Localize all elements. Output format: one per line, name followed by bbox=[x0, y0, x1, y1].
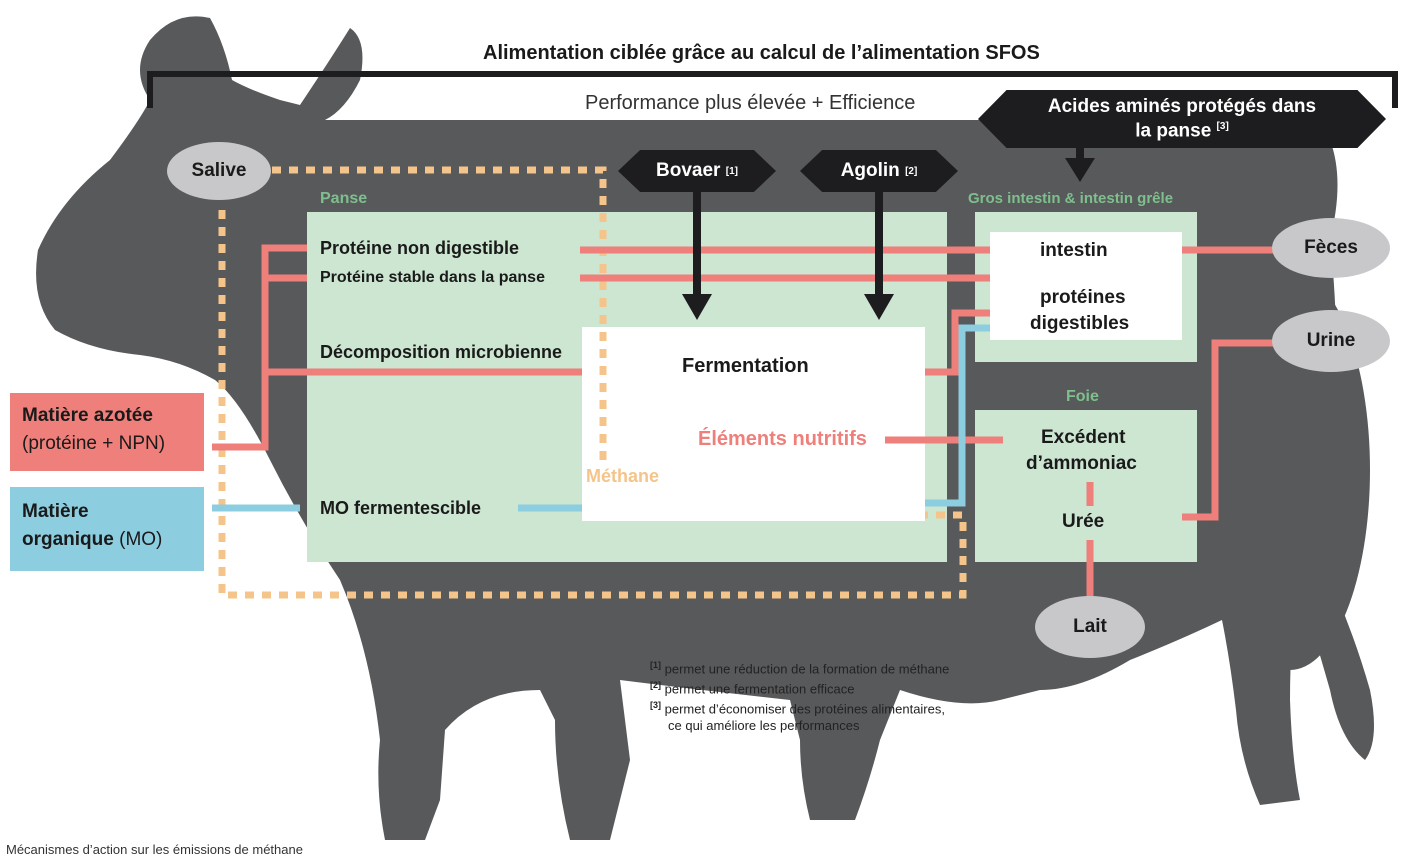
liver-zone bbox=[975, 410, 1197, 562]
bovaer-badge: Bovaer [1] bbox=[618, 150, 776, 192]
footnote-1-text: permet une réduction de la formation de … bbox=[664, 661, 950, 677]
rumen-title: Panse bbox=[320, 190, 368, 207]
intestine-title: Gros intestin & intestin grêle bbox=[968, 190, 1174, 207]
organic-title1: Matière bbox=[22, 501, 89, 522]
bovaer-label: Bovaer bbox=[656, 160, 721, 181]
nutrients-label: Éléments nutritifs bbox=[698, 428, 867, 450]
salive-node: Salive bbox=[167, 142, 271, 200]
footnote-3b: ce qui améliore les performances bbox=[668, 718, 860, 733]
organic-abbr: (MO) bbox=[119, 529, 163, 550]
urine-node: Urine bbox=[1272, 310, 1390, 372]
milk-node: Lait bbox=[1035, 596, 1145, 658]
methane-path bbox=[218, 166, 967, 599]
organic-lines bbox=[212, 324, 990, 512]
sfos-bracket bbox=[147, 71, 1398, 108]
fermentation-label: Fermentation bbox=[682, 355, 809, 377]
bovaer-ref: [1] bbox=[725, 165, 738, 177]
intestine-line1: protéines bbox=[1040, 287, 1126, 308]
nitrogen-sub: (protéine + NPN) bbox=[22, 433, 166, 454]
performance-subtitle: Performance plus élevée + Efficience bbox=[585, 92, 916, 114]
agolin-label: Agolin bbox=[840, 160, 900, 181]
intestine-line2: digestibles bbox=[1030, 313, 1130, 334]
liver-title: Foie bbox=[1066, 388, 1099, 405]
footnote-2-mark: [2] bbox=[650, 680, 661, 690]
agolin-ref: [2] bbox=[905, 165, 918, 177]
footnote-2: [2] permet une fermentation efficace bbox=[650, 677, 854, 697]
agolin-badge: Agolin [2] bbox=[800, 150, 958, 192]
methane-label: Méthane bbox=[586, 466, 660, 486]
organic-title2: organique bbox=[22, 529, 114, 550]
footnote-3-mark: [3] bbox=[650, 700, 661, 710]
organic-input: Matière organique (MO) bbox=[10, 487, 204, 571]
fermentation-box bbox=[582, 327, 925, 521]
liver-excess2: d’ammoniac bbox=[1026, 453, 1137, 474]
sfos-title: Alimentation ciblée grâce au calcul de l… bbox=[483, 42, 1040, 64]
amino-line1: Acides aminés protégés dans bbox=[1047, 95, 1317, 117]
nitrogen-input: Matière azotée (protéine + NPN) bbox=[10, 393, 204, 471]
amino-ref: [3] bbox=[1216, 120, 1229, 132]
intestine-box bbox=[990, 232, 1182, 340]
footnote-1-mark: [1] bbox=[650, 660, 661, 670]
feces-node: Fèces bbox=[1272, 218, 1390, 278]
footnote-1: [1] permet une réduction de la formation… bbox=[650, 657, 949, 677]
amino-acids-badge: Acides aminés protégés dans la panse [3] bbox=[978, 90, 1386, 148]
liver-uree: Urée bbox=[1062, 511, 1105, 532]
footnote-3-text: permet d’économiser des protéines alimen… bbox=[664, 701, 945, 717]
rumen-mo: MO fermentescible bbox=[320, 498, 482, 518]
footnote-2-text: permet une fermentation efficace bbox=[664, 681, 855, 697]
figure-caption: Mécanismes d’action sur les émissions de… bbox=[6, 842, 303, 857]
nitrogen-title: Matière azotée bbox=[22, 405, 153, 426]
rumen-microbial: Décomposition microbienne bbox=[320, 342, 563, 362]
intestine-box-title: intestin bbox=[1040, 240, 1108, 261]
footnote-3: [3] permet d’économiser des protéines al… bbox=[650, 697, 945, 717]
rumen-nondigest: Protéine non digestible bbox=[320, 238, 520, 258]
liver-excess1: Excédent bbox=[1041, 427, 1126, 448]
amino-line2: la panse bbox=[1135, 120, 1212, 142]
rumen-stable: Protéine stable dans la panse bbox=[320, 269, 545, 286]
nitrogen-lines bbox=[212, 244, 1278, 600]
